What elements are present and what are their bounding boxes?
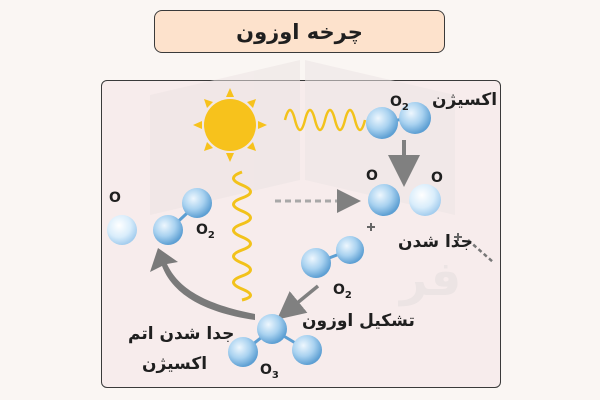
split-atom-right xyxy=(409,184,441,216)
plus-icon xyxy=(367,223,375,231)
arrow-to-ozone-icon xyxy=(276,284,320,320)
uv-wave-icon xyxy=(283,108,367,132)
single-o-atom-left xyxy=(107,215,137,245)
diagram-title: چرخه اوزون xyxy=(236,19,363,44)
dashed-line-icon xyxy=(467,239,494,263)
split-atom-left xyxy=(368,184,400,216)
ozone-formation-label: تشکیل اوزون xyxy=(302,311,415,331)
split-label: جدا شدن xyxy=(398,232,473,252)
atom-split-label-line1: جدا شدن اتم xyxy=(128,324,235,344)
o-label-split-left: O xyxy=(366,168,378,184)
o3-label: O3 xyxy=(260,362,279,381)
uv-wave-vertical-icon xyxy=(232,170,252,302)
o2-molecule-middle xyxy=(301,236,364,278)
o2-molecule-top xyxy=(366,102,431,139)
plus-icon-2 xyxy=(454,233,462,241)
o2-label-left: O2 xyxy=(196,222,215,241)
o-label-left: O xyxy=(109,190,121,206)
watermark-text-icon: ﻓﺮ xyxy=(398,251,461,307)
o2-molecule-left xyxy=(153,188,212,245)
o3-molecule xyxy=(228,314,322,367)
oxygen-label: اکسیژن xyxy=(432,90,498,110)
o2-label-middle: O2 xyxy=(333,282,352,301)
curved-arrow-icon xyxy=(150,248,255,320)
sun-icon xyxy=(193,88,267,162)
atom-split-label-line2: اکسیژن xyxy=(142,354,208,374)
o2-label-top: O2 xyxy=(390,94,409,113)
title-box: چرخه اوزون xyxy=(154,10,445,53)
o-label-split-right: O xyxy=(431,170,443,186)
